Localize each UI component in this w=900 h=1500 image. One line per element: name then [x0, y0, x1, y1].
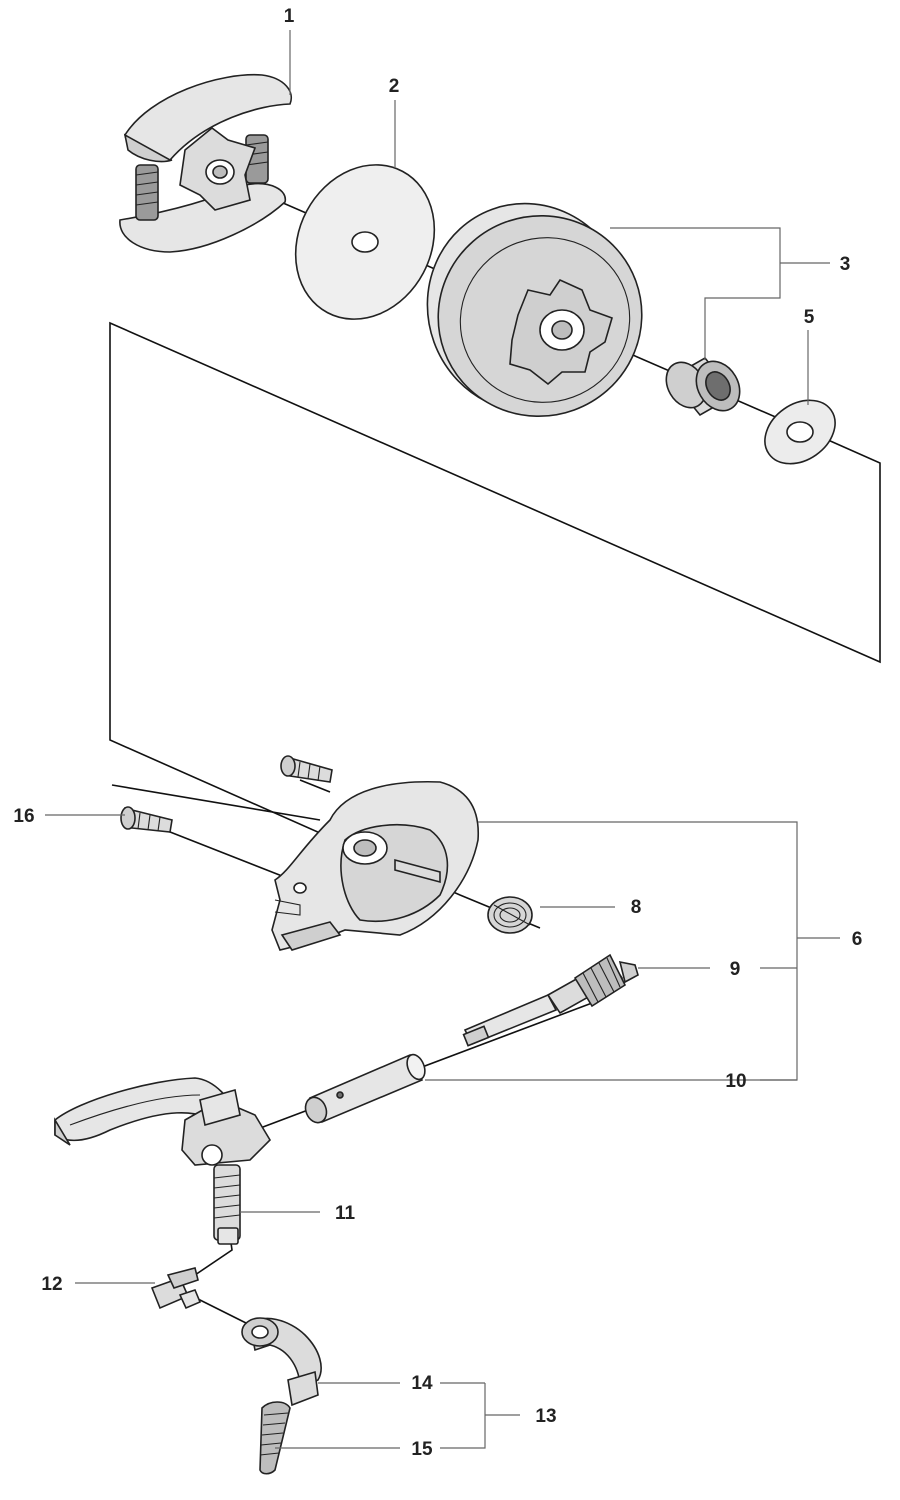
callout-2: 2 [389, 76, 400, 97]
clutch-part [119, 73, 292, 253]
pickup-lever-part [54, 1077, 272, 1166]
filter-assembly-part [241, 1317, 322, 1475]
elbow-fitting-part [150, 1267, 202, 1310]
callout-5: 5 [804, 307, 815, 328]
callout-labels: 1 2 3 5 6 8 9 10 11 12 13 14 15 16 [13, 6, 862, 1460]
clutch-drum-part [426, 202, 643, 418]
callout-1: 1 [284, 6, 295, 27]
small-washer-part [764, 399, 836, 465]
callout-8: 8 [631, 897, 642, 918]
washer-disc-part [294, 164, 436, 320]
spring-part [487, 896, 533, 934]
callout-3: 3 [840, 254, 851, 275]
callout-14: 14 [411, 1373, 433, 1394]
oil-pump-housing-part [271, 780, 480, 951]
worm-gear-part [462, 953, 639, 1047]
screw-part-upper [280, 755, 333, 783]
callout-16: 16 [13, 806, 34, 827]
callout-13: 13 [535, 1406, 556, 1427]
pin-sleeve-part [304, 1053, 426, 1124]
leader-lines [45, 30, 840, 1449]
callout-6: 6 [852, 929, 863, 950]
needle-bearing-part [665, 356, 741, 417]
callout-11: 11 [335, 1203, 356, 1224]
hose-part [213, 1164, 241, 1245]
callout-10: 10 [725, 1071, 746, 1092]
callout-9: 9 [730, 959, 741, 980]
screw-part-16 [120, 806, 173, 833]
callout-12: 12 [41, 1274, 62, 1295]
callout-15: 15 [411, 1439, 433, 1460]
